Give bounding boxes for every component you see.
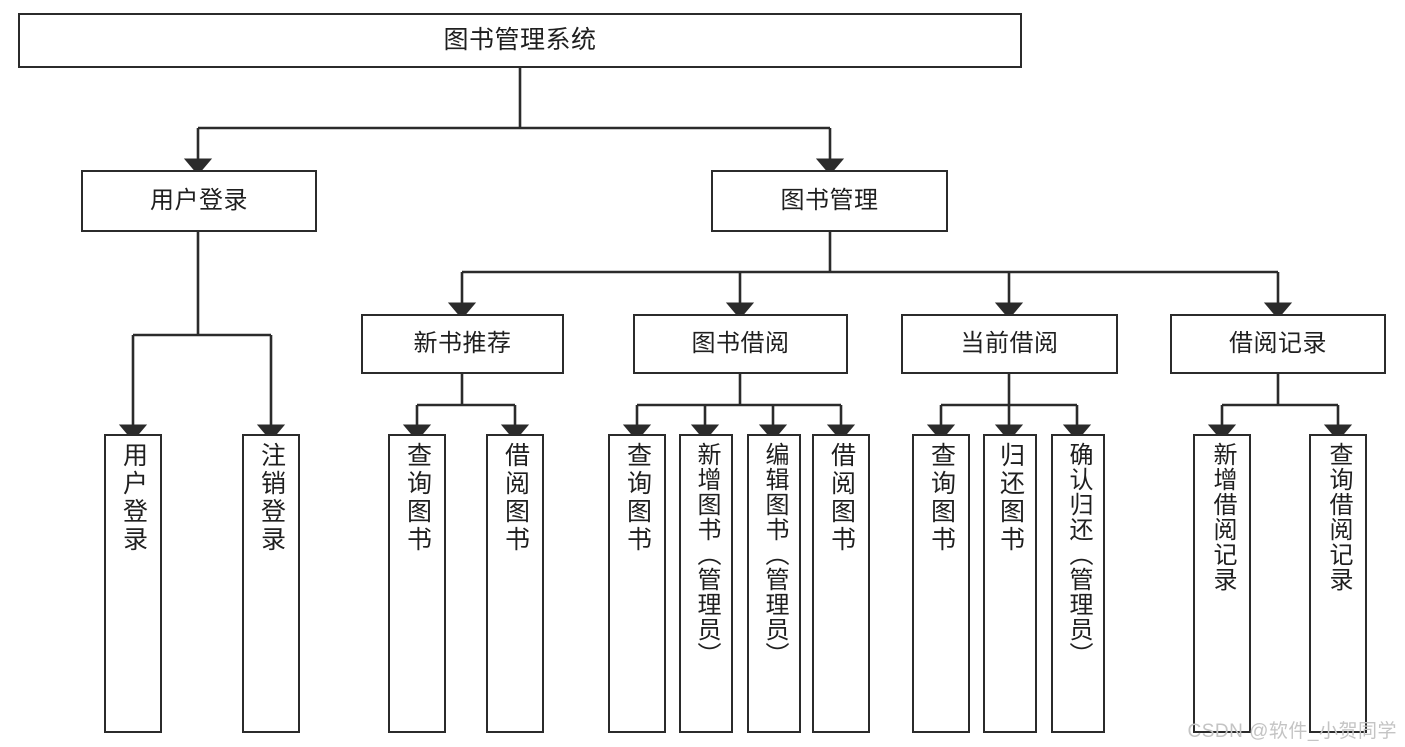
node-leaf-add-record-label: 新增借阅记录 (1209, 442, 1236, 592)
node-book-borrow-label: 图书借阅 (691, 329, 790, 357)
node-leaf-query-book-3[interactable]: 查询图书 (912, 434, 970, 733)
node-leaf-logout-login[interactable]: 注销登录 (242, 434, 300, 733)
node-borrow-record[interactable]: 借阅记录 (1170, 314, 1386, 374)
node-leaf-user-login[interactable]: 用户登录 (104, 434, 162, 733)
node-user-login[interactable]: 用户登录 (81, 170, 317, 232)
node-leaf-confirm-return[interactable]: 确认归还（管理员） (1051, 434, 1105, 733)
node-borrow-record-label: 借阅记录 (1229, 329, 1327, 357)
node-leaf-query-book-1[interactable]: 查询图书 (388, 434, 446, 733)
node-leaf-add-book-label: 新增图书（管理员） (693, 442, 720, 667)
node-leaf-query-book-3-label: 查询图书 (927, 442, 956, 554)
node-leaf-query-record-label: 查询借阅记录 (1325, 442, 1352, 592)
node-leaf-borrow-book-2-label: 借阅图书 (827, 442, 856, 554)
node-book-manage[interactable]: 图书管理 (711, 170, 948, 232)
node-current-borrow-label: 当前借阅 (960, 329, 1059, 357)
node-book-manage-label: 图书管理 (780, 186, 879, 214)
node-leaf-borrow-book-2[interactable]: 借阅图书 (812, 434, 870, 733)
node-new-book-recommend[interactable]: 新书推荐 (361, 314, 564, 374)
node-user-login-label: 用户登录 (150, 186, 248, 214)
node-leaf-return-book[interactable]: 归还图书 (983, 434, 1037, 733)
node-leaf-add-record[interactable]: 新增借阅记录 (1193, 434, 1251, 733)
node-leaf-add-book[interactable]: 新增图书（管理员） (679, 434, 733, 733)
node-book-borrow[interactable]: 图书借阅 (633, 314, 848, 374)
node-leaf-edit-book-label: 编辑图书（管理员） (761, 442, 788, 667)
watermark-text: CSDN @软件_小贺同学 (1187, 721, 1397, 742)
node-leaf-edit-book[interactable]: 编辑图书（管理员） (747, 434, 801, 733)
node-leaf-confirm-return-label: 确认归还（管理员） (1065, 442, 1092, 667)
node-new-book-recommend-label: 新书推荐 (413, 329, 512, 357)
node-leaf-return-book-label: 归还图书 (996, 442, 1025, 554)
node-root-system-label: 图书管理系统 (443, 25, 597, 54)
node-leaf-query-book-2[interactable]: 查询图书 (608, 434, 666, 733)
node-leaf-user-login-label: 用户登录 (119, 442, 148, 554)
node-root-system[interactable]: 图书管理系统 (18, 13, 1022, 68)
node-leaf-query-record[interactable]: 查询借阅记录 (1309, 434, 1367, 733)
node-leaf-query-book-2-label: 查询图书 (623, 442, 652, 554)
node-leaf-borrow-book-1-label: 借阅图书 (501, 442, 530, 554)
node-current-borrow[interactable]: 当前借阅 (901, 314, 1118, 374)
node-leaf-query-book-1-label: 查询图书 (403, 442, 432, 554)
node-leaf-logout-login-label: 注销登录 (257, 442, 286, 554)
node-leaf-borrow-book-1[interactable]: 借阅图书 (486, 434, 544, 733)
